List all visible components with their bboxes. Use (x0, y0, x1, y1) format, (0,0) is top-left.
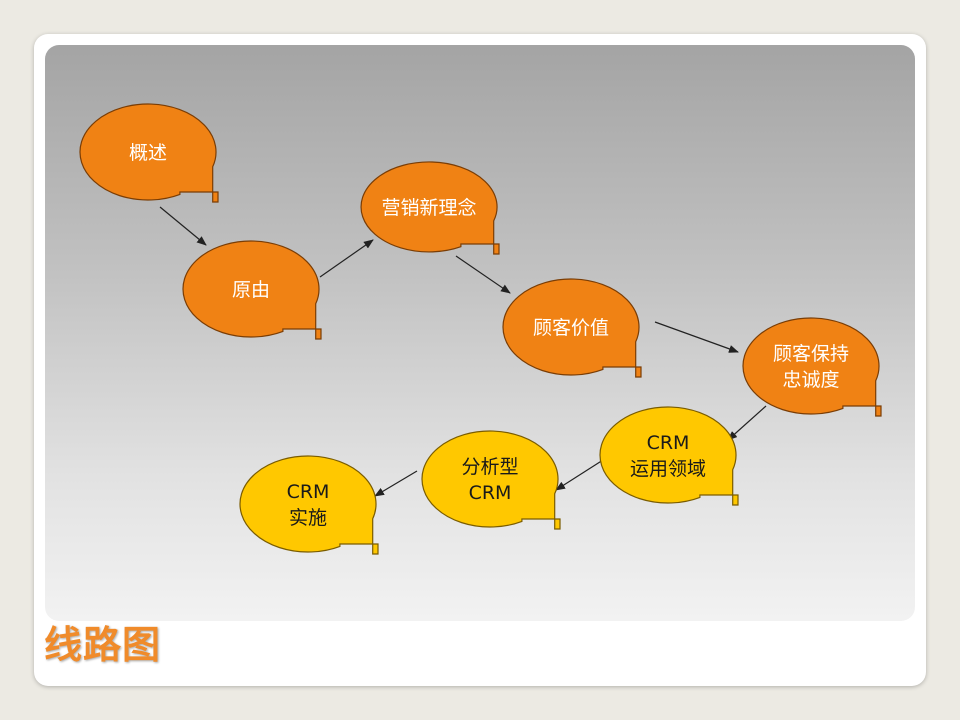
node-bubble (502, 278, 642, 378)
arrow-new-concept-to-customer-value (455, 255, 511, 294)
node-bubble (79, 103, 219, 203)
node-bubble (239, 455, 379, 555)
node-label: 忠诚度 (782, 369, 839, 391)
node-label: CRM (647, 432, 690, 454)
arrow-origin-to-new-concept (319, 239, 374, 278)
node-bubble (421, 430, 561, 530)
node-label: 原由 (232, 279, 270, 301)
node-label: 顾客保持 (773, 343, 849, 365)
node-new-concept: 营销新理念 (360, 161, 500, 255)
node-crm-implementation: CRM 实施 (239, 455, 379, 555)
node-analytical-crm: 分析型 CRM (421, 430, 561, 530)
node-customer-value: 顾客价值 (502, 278, 642, 378)
node-label: 概述 (129, 142, 167, 164)
node-bubble (742, 317, 882, 417)
node-label: CRM (469, 482, 512, 504)
node-crm-fields: CRM 运用领域 (599, 406, 739, 506)
node-bubble (599, 406, 739, 506)
node-bubble (360, 161, 500, 255)
node-origin: 原由 (182, 240, 322, 340)
node-label: 顾客价值 (533, 317, 609, 339)
arrow-overview-to-origin (159, 206, 207, 246)
arrow-loyalty-to-crm-fields (727, 405, 767, 441)
arrow-crm-fields-to-analytical-crm (555, 459, 604, 491)
node-label: 运用领域 (630, 458, 706, 480)
arrow-customer-value-to-loyalty (654, 321, 739, 353)
slide-title: 线路图 (44, 623, 162, 667)
node-label: 营销新理念 (381, 196, 476, 219)
node-overview: 概述 (79, 103, 219, 203)
node-label: CRM (287, 481, 330, 503)
edges-layer (159, 206, 767, 497)
arrow-analytical-crm-to-crm-implementation (374, 470, 418, 497)
node-label: 分析型 (461, 456, 518, 478)
node-bubble (182, 240, 322, 340)
node-label: 实施 (289, 507, 327, 529)
